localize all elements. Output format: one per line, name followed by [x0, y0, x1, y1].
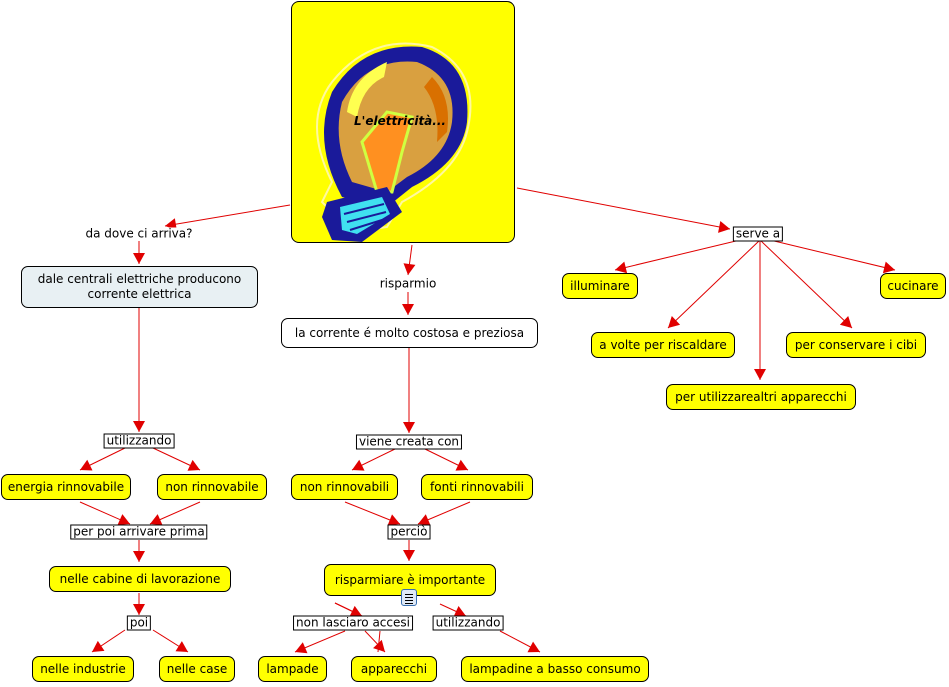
arrowhead-icon	[133, 604, 145, 615]
arrowhead-icon	[133, 421, 145, 432]
concept-non-rinnovabile[interactable]: non rinnovabile	[157, 474, 267, 500]
concept-utilizzare[interactable]: per utilizzarealtri apparecchi	[666, 384, 856, 410]
concept-fonti-rinnovabili[interactable]: fonti rinnovabili	[421, 474, 533, 500]
concept-non-rinnovabili[interactable]: non rinnovabili	[291, 474, 398, 500]
concept-conservare[interactable]: per conservare i cibi	[786, 332, 926, 358]
edge-line	[769, 239, 896, 271]
edge-line	[667, 239, 761, 329]
edge-line	[759, 239, 853, 329]
link-utilizzando[interactable]: utilizzando	[103, 433, 175, 449]
arrowhead-icon	[453, 605, 466, 617]
concept-illuminare[interactable]: illuminare	[562, 273, 638, 299]
arrowhead-icon	[882, 261, 895, 274]
concept-riscaldare[interactable]: a volte per riscaldare	[591, 332, 735, 358]
root-concept-lightbulb[interactable]: L'elettricità...	[291, 1, 515, 243]
arrowhead-icon	[527, 641, 540, 653]
arrowhead-icon	[455, 459, 468, 471]
arrowhead-icon	[839, 316, 852, 328]
arrowhead-icon	[175, 641, 188, 652]
arrowhead-icon	[387, 514, 400, 526]
arrowhead-icon	[718, 221, 730, 233]
arrowhead-icon	[80, 459, 93, 471]
arrowhead-icon	[349, 605, 362, 617]
concept-lampade[interactable]: lampade	[258, 656, 327, 682]
link-percio[interactable]: perciò	[387, 524, 431, 540]
arrowhead-icon	[92, 640, 105, 652]
concept-cucinare[interactable]: cucinare	[880, 273, 946, 299]
concept-industrie[interactable]: nelle industrie	[32, 656, 134, 682]
link-viene-creata[interactable]: viene creata con	[355, 434, 463, 450]
arrowhead-icon	[418, 514, 431, 526]
arrowhead-icon	[117, 514, 130, 526]
arrowhead-icon	[165, 218, 177, 231]
attached-document-icon[interactable]	[401, 589, 417, 606]
arrowhead-icon	[402, 304, 414, 315]
edge-line	[614, 239, 741, 271]
link-serve-a[interactable]: serve a	[732, 226, 784, 242]
concept-apparecchi[interactable]: apparecchi	[351, 656, 437, 682]
edge-line	[516, 187, 731, 230]
concept-corrente[interactable]: la corrente é molto costosa e preziosa	[281, 318, 538, 348]
link-poi[interactable]: poi	[126, 615, 152, 631]
arrowhead-icon	[150, 514, 163, 526]
arrowhead-icon	[295, 642, 308, 654]
arrowhead-icon	[754, 369, 766, 380]
concept-centrali[interactable]: dale centrali elettriche producono corre…	[21, 266, 258, 308]
arrowhead-icon	[352, 459, 365, 471]
concept-case[interactable]: nelle case	[159, 656, 235, 682]
link-per-poi[interactable]: per poi arrivare prima	[70, 524, 208, 540]
link-utilizzando-mid[interactable]: utilizzando	[432, 615, 504, 631]
root-title: L'elettricità...	[354, 114, 446, 128]
concept-cabine[interactable]: nelle cabine di lavorazione	[49, 566, 231, 592]
concept-energia-rinnovabile[interactable]: energia rinnovabile	[1, 474, 131, 500]
arrowhead-icon	[133, 253, 145, 264]
edge-line	[164, 204, 291, 227]
link-risparmio[interactable]: risparmio	[377, 276, 439, 291]
arrowhead-icon	[133, 551, 145, 562]
lightbulb-icon	[316, 42, 472, 242]
arrowhead-icon	[403, 550, 415, 561]
link-non-lasciaro[interactable]: non lasciaro accesi	[293, 615, 413, 631]
arrowhead-icon	[187, 459, 200, 471]
arrowhead-icon	[373, 639, 385, 652]
link-da-dove[interactable]: da dove ci arriva?	[83, 226, 195, 241]
arrowhead-icon	[668, 316, 681, 328]
arrowhead-icon	[403, 263, 416, 275]
arrowhead-icon	[615, 261, 628, 274]
arrowhead-icon	[403, 422, 415, 433]
concept-lampadine[interactable]: lampadine a basso consumo	[461, 656, 649, 682]
